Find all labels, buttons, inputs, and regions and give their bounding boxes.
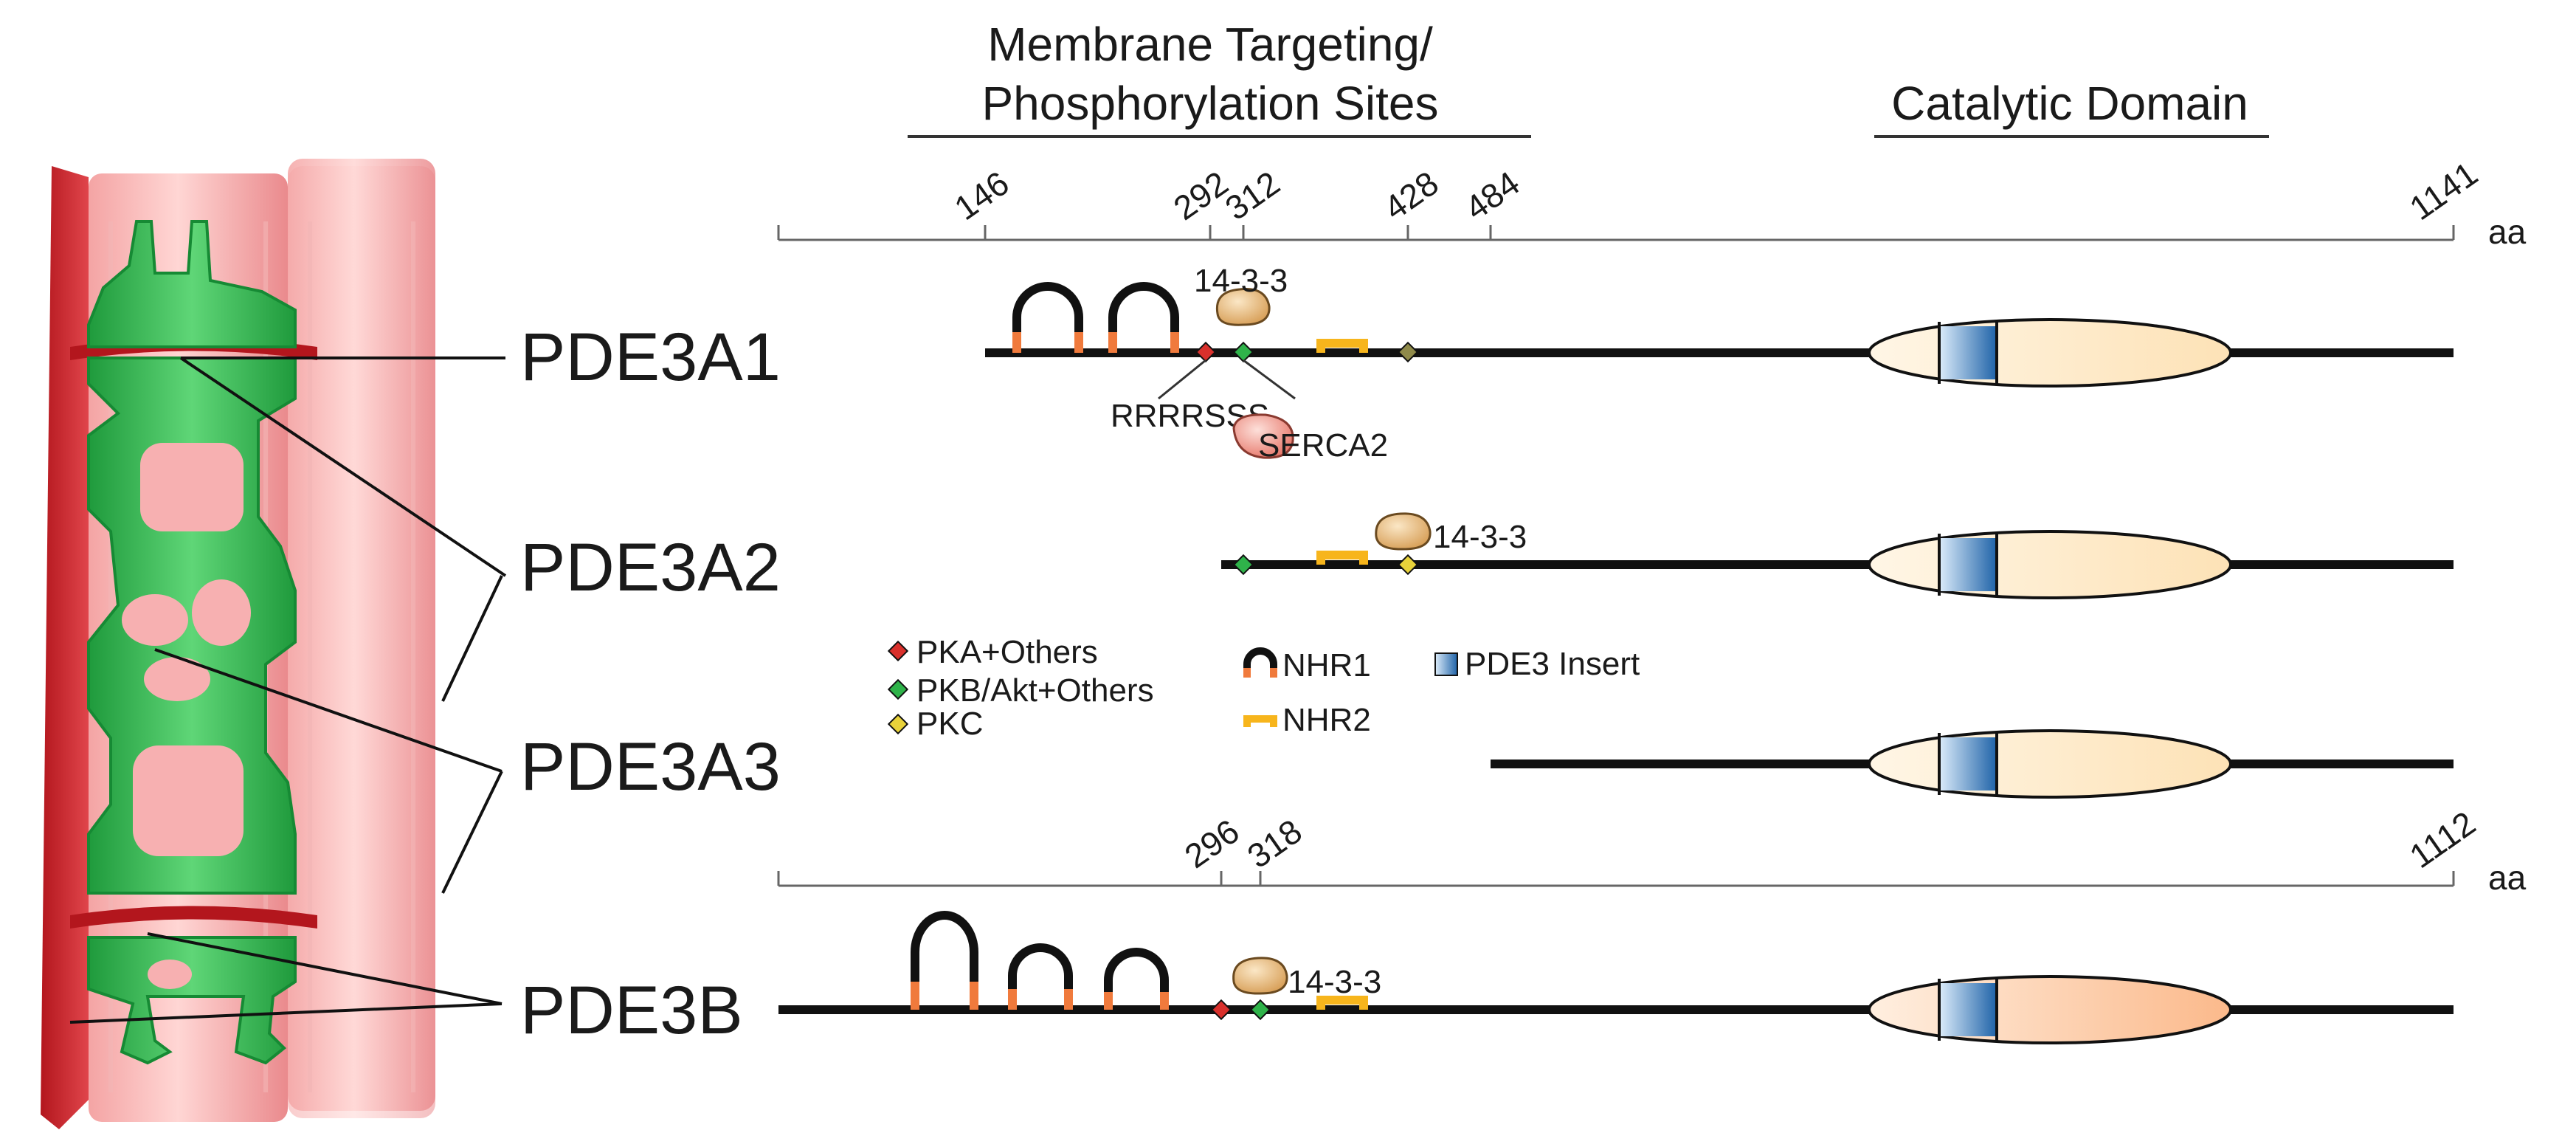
isoform-pde3a1: PDE3A1 14-3-3 RRRRSSS SERCA2 (520, 263, 2454, 464)
motif-line-right (1243, 359, 1296, 400)
pde3-insert-b (1939, 983, 1997, 1036)
pkb-site-a1 (1232, 341, 1254, 363)
tick-1112: 1112 (2403, 804, 2482, 875)
nhr1-loops-b (911, 911, 1169, 1010)
sr-fenestrations (122, 443, 251, 989)
label-pde3b: PDE3B (520, 973, 743, 1048)
legend-pkc-marker (887, 713, 909, 735)
isoform-pde3b: PDE3B 14-3-3 (520, 911, 2454, 1048)
pkb-site-b (1249, 999, 1271, 1021)
legend-pkc: PKC (916, 706, 983, 742)
label-pde3a1: PDE3A1 (520, 320, 781, 395)
membrane-header-line1: Membrane Targeting/ (987, 18, 1433, 71)
binding-1433-a1 (1215, 287, 1271, 326)
legend-pka: PKA+Others (916, 634, 1098, 670)
tick-484: 484 (1458, 164, 1527, 228)
catalytic-domain-b (1868, 975, 2232, 1044)
serca2-blob (1232, 413, 1294, 459)
label-serca2: SERCA2 (1258, 427, 1388, 464)
legend-nhr2-marker (1243, 715, 1277, 727)
ruler-pde3a (777, 225, 2455, 241)
catalytic-header: Catalytic Domain (1891, 77, 2248, 130)
tick-146: 146 (947, 164, 1016, 228)
catalytic-domain-a1 (1868, 318, 2232, 388)
pde3-insert-a1 (1939, 326, 1997, 379)
label-1433-b: 14-3-3 (1288, 964, 1381, 1000)
tick-312: 312 (1218, 164, 1287, 228)
pde3-insert-a2 (1939, 538, 1997, 591)
nhr1-loops-a1 (1012, 282, 1179, 353)
legend-insert-marker (1434, 652, 1458, 676)
label-1433-a2: 14-3-3 (1433, 519, 1527, 555)
z-line-bottom (70, 906, 317, 929)
catalytic-domain-a2 (1868, 530, 2232, 599)
tick-428: 428 (1377, 164, 1446, 228)
membrane-header-line2: Phosphorylation Sites (981, 77, 1438, 130)
legend-pkb-marker (887, 678, 909, 700)
sarcoplasmic-reticulum (87, 220, 297, 1065)
label-pde3a3: PDE3A3 (520, 729, 781, 805)
myofibril-left (41, 166, 89, 1129)
isoform-pde3a3: PDE3A3 (520, 729, 2454, 805)
leader-lines (69, 356, 507, 1024)
legend-insert: PDE3 Insert (1465, 646, 1640, 682)
nhr2-a2 (1316, 551, 1368, 565)
tick-296: 296 (1178, 812, 1246, 876)
nhr2-b (1316, 996, 1368, 1010)
muscle-cell-illustration (41, 159, 507, 1129)
label-1433-a1: 14-3-3 (1194, 263, 1288, 299)
isoform-pde3a2: PDE3A2 14-3-3 (520, 512, 2454, 605)
legend-pka-marker (887, 640, 909, 662)
tick-318: 318 (1240, 812, 1309, 876)
pkc-site-a1 (1397, 341, 1419, 363)
ruler-pde3b (777, 871, 2455, 887)
label-pde3a2: PDE3A2 (520, 530, 781, 605)
pka-site-b (1210, 999, 1232, 1021)
pde3-insert-a3 (1939, 737, 1997, 790)
pkc-site-a2 (1397, 554, 1419, 576)
binding-1433-a2 (1375, 512, 1432, 551)
unit-aa-b: aa (2488, 858, 2527, 897)
legend-nhr1-marker (1243, 647, 1277, 678)
tick-1141: 1141 (2403, 154, 2485, 227)
legend-pkb: PKB/Akt+Others (916, 672, 1154, 709)
legend-nhr2: NHR2 (1282, 702, 1371, 738)
legend: PKA+Others PKB/Akt+Others PKC NHR1 NHR2 … (887, 634, 1640, 742)
myofibril-right (288, 166, 435, 1118)
motif-line-left (1158, 359, 1206, 400)
catalytic-domain-a3 (1868, 729, 2232, 799)
unit-aa-a: aa (2488, 213, 2527, 251)
legend-nhr1: NHR1 (1282, 647, 1371, 683)
pkb-site-a2 (1232, 554, 1254, 576)
pka-site-a1 (1195, 341, 1217, 363)
section-headers: Membrane Targeting/ Phosphorylation Site… (908, 18, 2269, 138)
binding-1433-b (1232, 957, 1288, 995)
nhr2-a1 (1316, 339, 1368, 353)
